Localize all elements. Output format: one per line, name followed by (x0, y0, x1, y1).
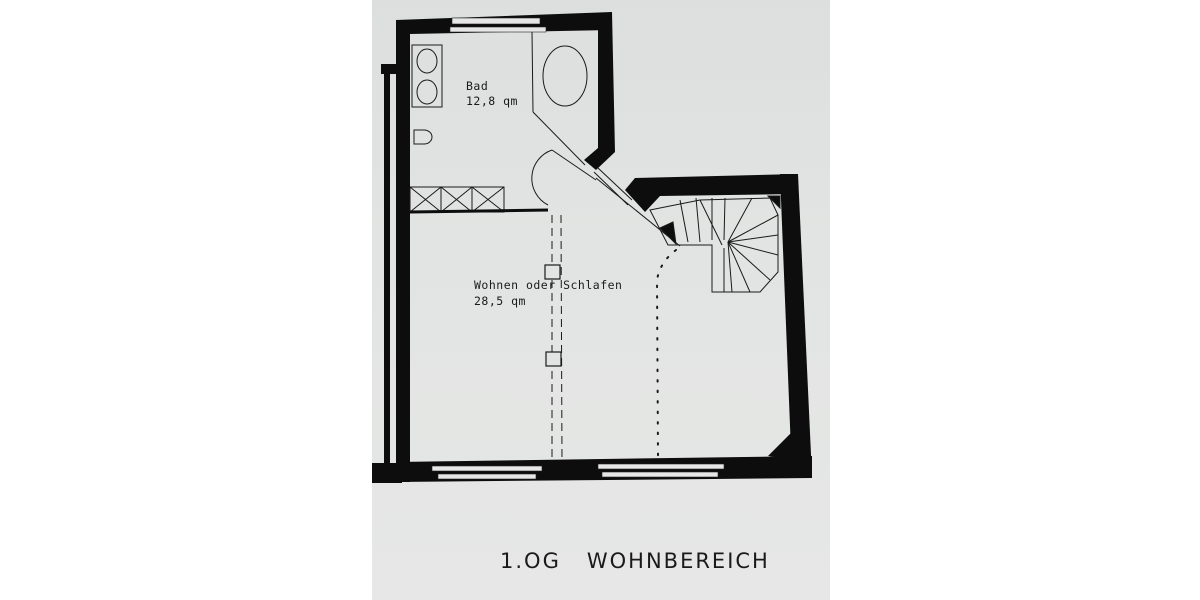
room-label-wohnen: Wohnen oder Schlafen (474, 278, 622, 292)
room-label-bad: Bad (466, 79, 488, 93)
bath-fixtures (409, 31, 588, 213)
windows (431, 17, 725, 480)
room-area-wohnen: 28,5 qm (474, 294, 526, 308)
spiral-staircase (649, 195, 781, 293)
column-marker (545, 351, 562, 367)
column-marker (544, 264, 561, 280)
plan-title: 1.OG WOHNBEREICH (500, 549, 770, 573)
walls (372, 12, 812, 483)
room-area-bad: 12,8 qm (466, 94, 518, 108)
floor-plan-photo: Bad 12,8 qm Wohnen oder Schlafen 28,5 qm… (372, 0, 830, 600)
bath-partition (409, 208, 549, 214)
beam-lines (551, 214, 563, 463)
floor-plan-drawing: Bad 12,8 qm Wohnen oder Schlafen 28,5 qm… (372, 12, 812, 573)
roof-slope-line (655, 249, 677, 457)
